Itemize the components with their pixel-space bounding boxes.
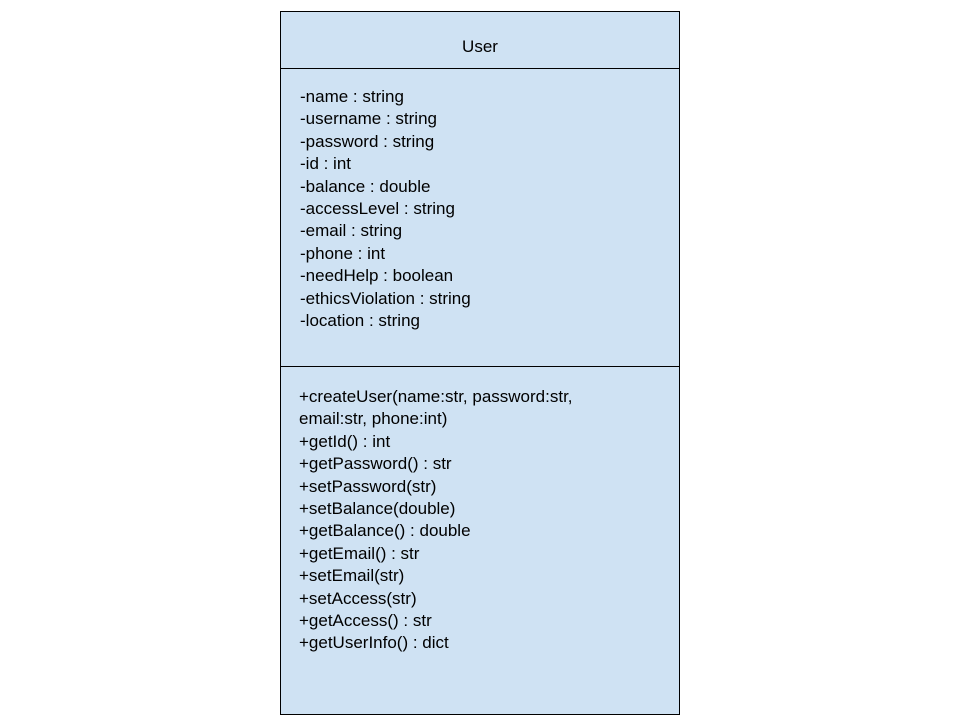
attribute: -name : string	[300, 87, 404, 106]
methods-section: +createUser(name:str, password:str, emai…	[281, 367, 679, 714]
class-name-section: User	[281, 12, 679, 69]
method: +getUserInfo() : dict	[299, 633, 449, 653]
attribute: -password : string	[300, 131, 435, 151]
attributes-section: -name : string -username : string -passw…	[281, 69, 679, 367]
attribute: -needHelp : boolean	[300, 266, 454, 286]
attribute: -ethicsViolation : string	[300, 288, 471, 308]
attribute-list: -name : string -username : string -passw…	[300, 86, 471, 332]
method: +setPassword(str)	[299, 476, 437, 496]
attribute: -email : string	[300, 221, 403, 241]
method-list: +createUser(name:str, password:str, emai…	[299, 386, 619, 655]
method: +getEmail() : str	[299, 543, 420, 563]
method: +setAccess(str)	[299, 588, 417, 608]
class-name: User	[462, 37, 498, 56]
uml-class-user[interactable]: User -name : string -username : string -…	[280, 11, 680, 715]
method: +setEmail(str)	[299, 566, 405, 586]
method: +setBalance(double)	[299, 499, 456, 519]
method: +getBalance() : double	[299, 521, 471, 541]
method: +getAccess() : str	[299, 611, 432, 631]
attribute: -location : string	[300, 311, 420, 331]
method: +createUser(name:str, password:str, emai…	[299, 387, 578, 429]
attribute: -username : string	[300, 109, 437, 129]
attribute: -balance : double	[300, 176, 431, 196]
attribute: -id : int	[300, 154, 352, 174]
attribute: -phone : int	[300, 243, 386, 263]
method: +getId() : int	[299, 431, 391, 451]
method: +getPassword() : str	[299, 454, 452, 474]
attribute: -accessLevel : string	[300, 199, 455, 219]
